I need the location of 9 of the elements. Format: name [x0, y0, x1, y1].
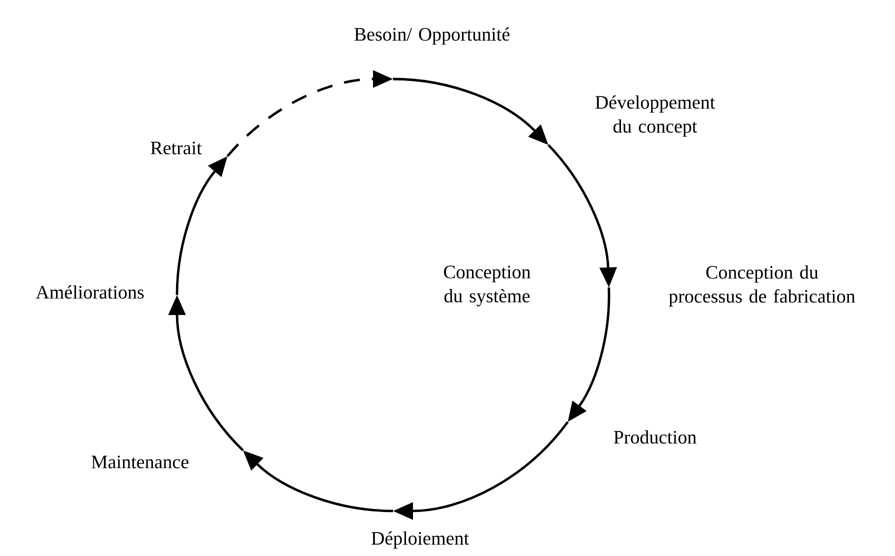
phase-label: Améliorations [36, 285, 144, 299]
phase-label: Besoin/ Opportunité [354, 27, 510, 45]
phase-label: Conception du processus de fabrication [668, 265, 856, 307]
phase-label: Maintenance [92, 456, 188, 468]
phase-label: Production [614, 430, 696, 444]
center-label: Conception du système [444, 266, 531, 306]
phase-label: Déploiement [371, 531, 469, 549]
phase-label: Développement du concept [595, 95, 716, 137]
phase-label: Retrait [150, 142, 202, 154]
